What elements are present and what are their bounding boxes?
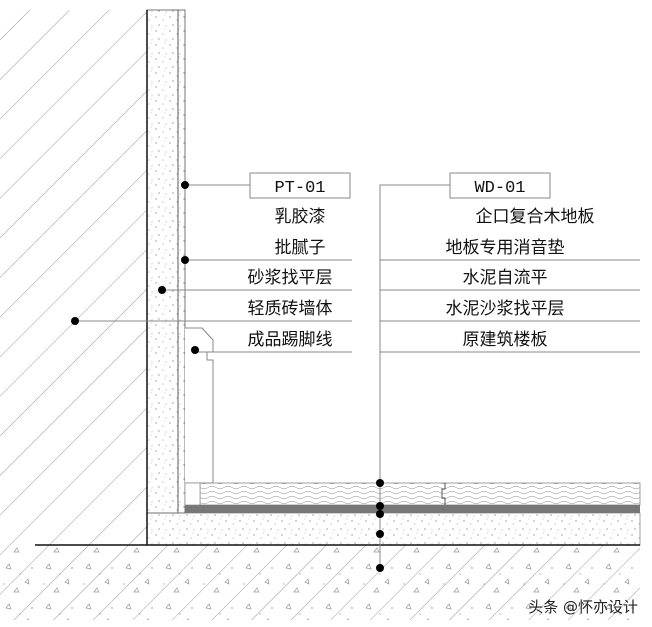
wall-mortar-layer [146,9,179,514]
floor-layer-label: 水泥自流平 [463,268,548,288]
wall-layer-label: 成品踢脚线 [248,330,333,350]
floor-finish-code: WD-01 [474,179,525,198]
brick-wall [0,10,147,545]
floor-callout-dots [376,479,384,572]
wall-finish-code: PT-01 [274,179,325,198]
floor-layer-label: 水泥沙浆找平层 [446,299,565,319]
wall-layer-label: 砂浆找平层 [248,268,333,288]
tongue-groove-joint [441,483,446,505]
skirting-board [185,327,214,484]
wall-callout [75,172,352,353]
floor-layer-label: 企口复合木地板 [476,207,595,227]
wall-layer-label: 批腻子 [275,238,326,258]
watermark: 头条 @怀亦设计 [528,598,638,616]
wall-callout-dots [71,181,199,354]
wall-layer-label: 轻质砖墙体 [248,299,333,319]
wood-flooring [199,482,641,506]
floor-screed-layer [146,512,641,546]
structural-slab [0,545,640,620]
wall-layer-label: 乳胶漆 [275,207,326,227]
floor-callout [379,172,640,570]
floor-layer-label: 原建筑楼板 [463,330,548,350]
acoustic-underlay [185,505,640,513]
floor-layer-label: 地板专用消音垫 [446,238,565,258]
